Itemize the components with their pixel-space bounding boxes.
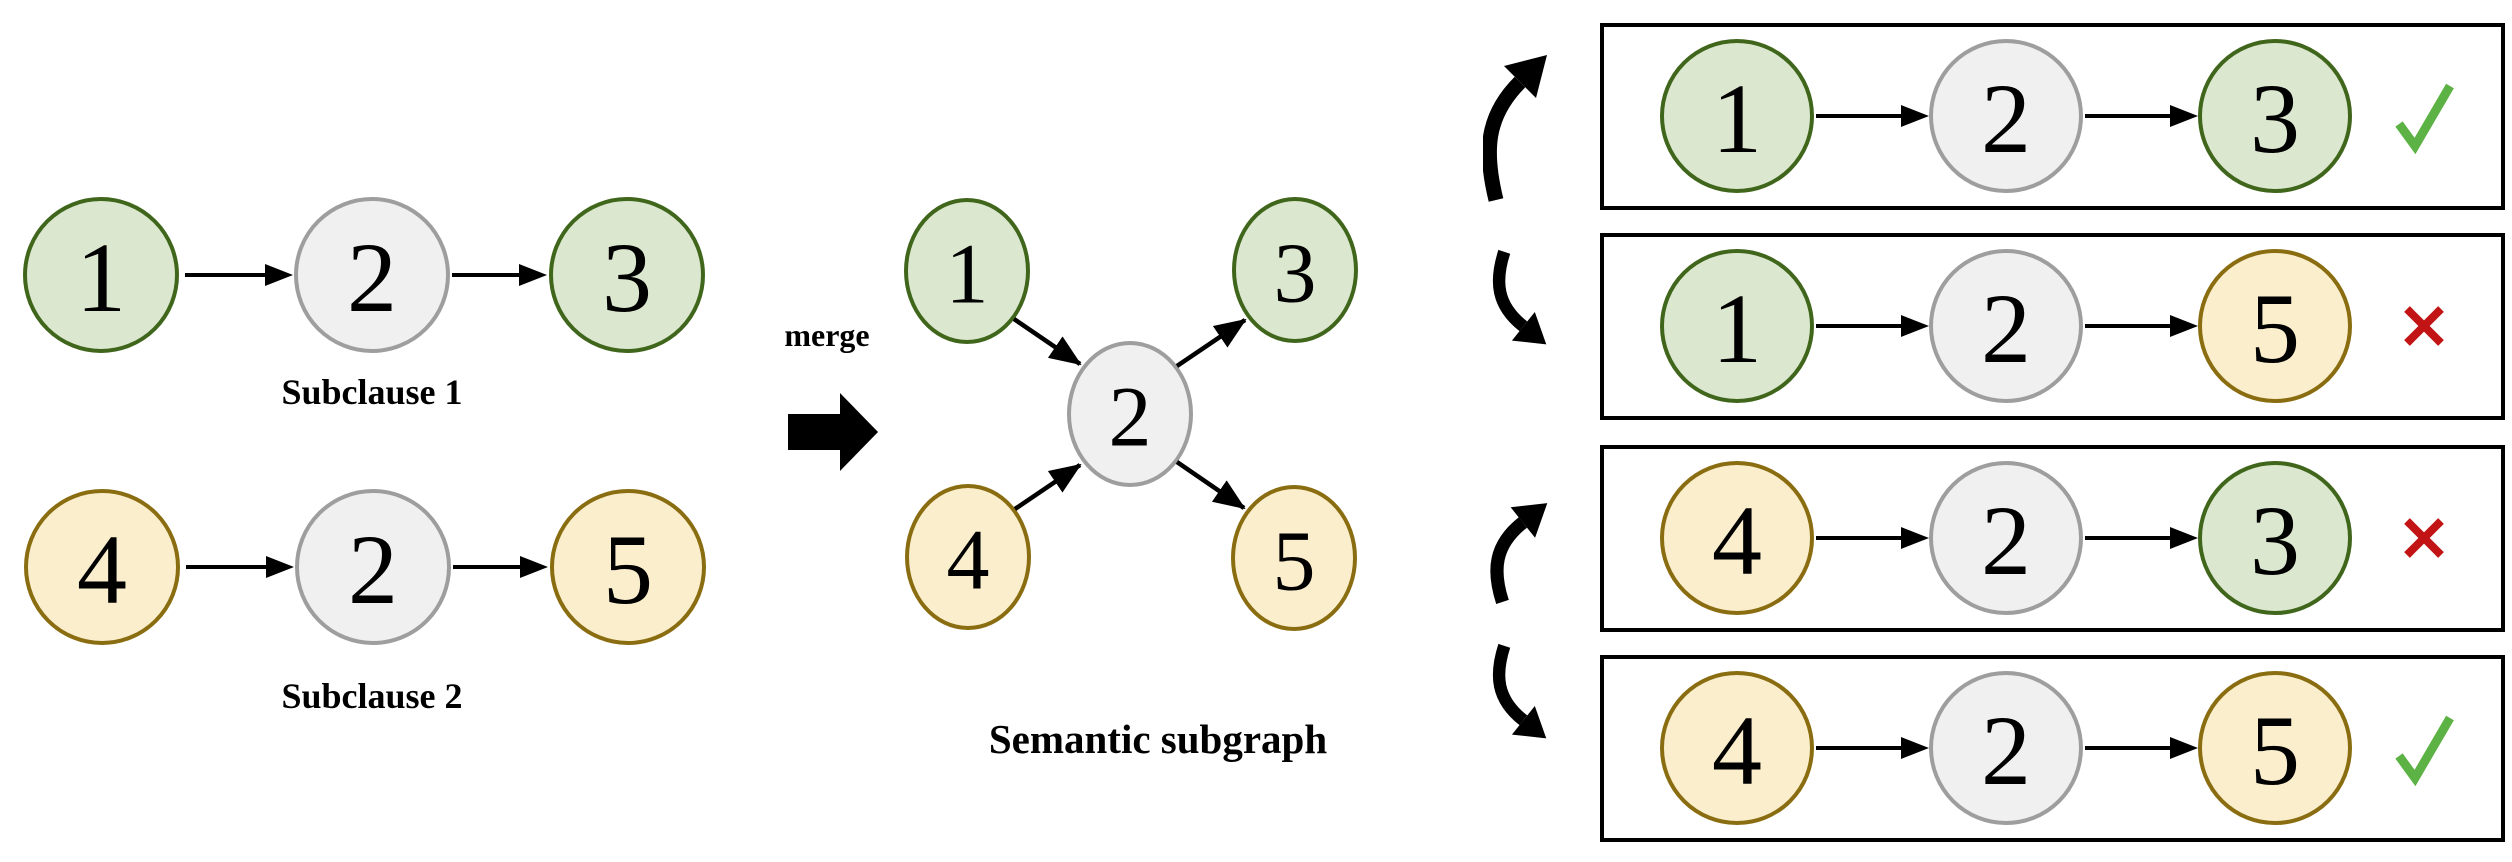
curved-arrow-up-icon [1490,503,1548,604]
subclause1-node-1: 1 [23,197,179,353]
node-label: 2 [1108,368,1152,465]
path1-node-2: 2 [1929,39,2083,193]
check-icon [2395,715,2454,786]
path2-node-2: 2 [1929,249,2083,403]
semantic-node-3: 3 [1232,197,1358,343]
node-label: 2 [1981,695,2031,806]
node-label: 3 [602,222,652,333]
node-label: 1 [1712,273,1762,384]
path4-node-5: 5 [2198,671,2352,825]
path4-node-4: 4 [1660,671,1814,825]
semantic-node-2: 2 [1067,341,1193,487]
node-label: 4 [946,511,990,608]
candidate-path-box-2: 1 2 5 [1600,233,2505,420]
candidate-path-box-4: 4 2 5 [1600,655,2505,842]
node-label: 4 [1712,485,1762,596]
node-label: 1 [76,222,126,333]
subclause2-label: Subclause 2 [281,676,463,716]
edge-arrow-icon [185,273,265,277]
node-label: 5 [1272,512,1316,609]
merge-arrow-icon [788,393,878,471]
node-label: 3 [1273,224,1317,321]
curved-arrow-down-icon [1492,643,1547,739]
node-label: 2 [1981,273,2031,384]
node-label: 1 [945,225,989,322]
path4-result-mark [2384,668,2464,828]
curved-arrow-down-icon [1492,249,1547,345]
semantic-node-5: 5 [1231,485,1357,631]
semantic-subgraph-label: Semantic subgraph [988,716,1328,762]
semantic-node-4: 4 [905,484,1031,630]
subclause1-node-3: 3 [549,197,705,353]
semantic-node-1: 1 [904,198,1030,344]
curved-arrow-up-icon [1483,55,1547,202]
path4-node-2: 2 [1929,671,2083,825]
cross-icon [2404,306,2444,346]
path1-node-1: 1 [1660,39,1814,193]
check-icon [2395,83,2454,154]
edge-arrow-icon [2085,324,2170,328]
node-label: 5 [2250,695,2300,806]
path2-node-5: 5 [2198,249,2352,403]
edge-arrow-icon [1816,746,1901,750]
edge-arrow-icon [1816,324,1901,328]
node-label: 2 [347,222,397,333]
node-label: 3 [2250,485,2300,596]
node-label: 3 [2250,63,2300,174]
node-label: 4 [77,514,127,625]
path1-result-mark [2384,36,2464,196]
edge-arrow-icon [2085,536,2170,540]
subclause2-node-4: 4 [24,489,180,645]
cross-icon [2404,518,2444,558]
edge-arrow-icon [2085,746,2170,750]
node-label: 2 [1981,485,2031,596]
subclause1-node-2: 2 [294,197,450,353]
path3-node-2: 2 [1929,461,2083,615]
path1-node-3: 3 [2198,39,2352,193]
node-label: 2 [1981,63,2031,174]
path2-result-mark [2384,246,2464,406]
edge-arrow-icon [2085,114,2170,118]
edge-arrow-icon [1816,536,1901,540]
edge-arrow-icon [186,565,266,569]
node-label: 5 [603,514,653,625]
subclause2-node-2: 2 [295,489,451,645]
node-label: 1 [1712,63,1762,174]
path2-node-1: 1 [1660,249,1814,403]
merge-label: merge [784,317,870,353]
path3-result-mark [2384,458,2464,618]
candidate-path-box-3: 4 2 3 [1600,445,2505,632]
node-label: 4 [1712,695,1762,806]
edge-arrow-icon [452,273,519,277]
edge-arrow-icon [453,565,520,569]
candidate-path-box-1: 1 2 3 [1600,23,2505,210]
subclause2-node-5: 5 [550,489,706,645]
node-label: 5 [2250,273,2300,384]
edge-arrow-icon [1816,114,1901,118]
subclause1-label: Subclause 1 [281,372,463,412]
node-label: 2 [348,514,398,625]
path3-node-3: 3 [2198,461,2352,615]
path3-node-4: 4 [1660,461,1814,615]
